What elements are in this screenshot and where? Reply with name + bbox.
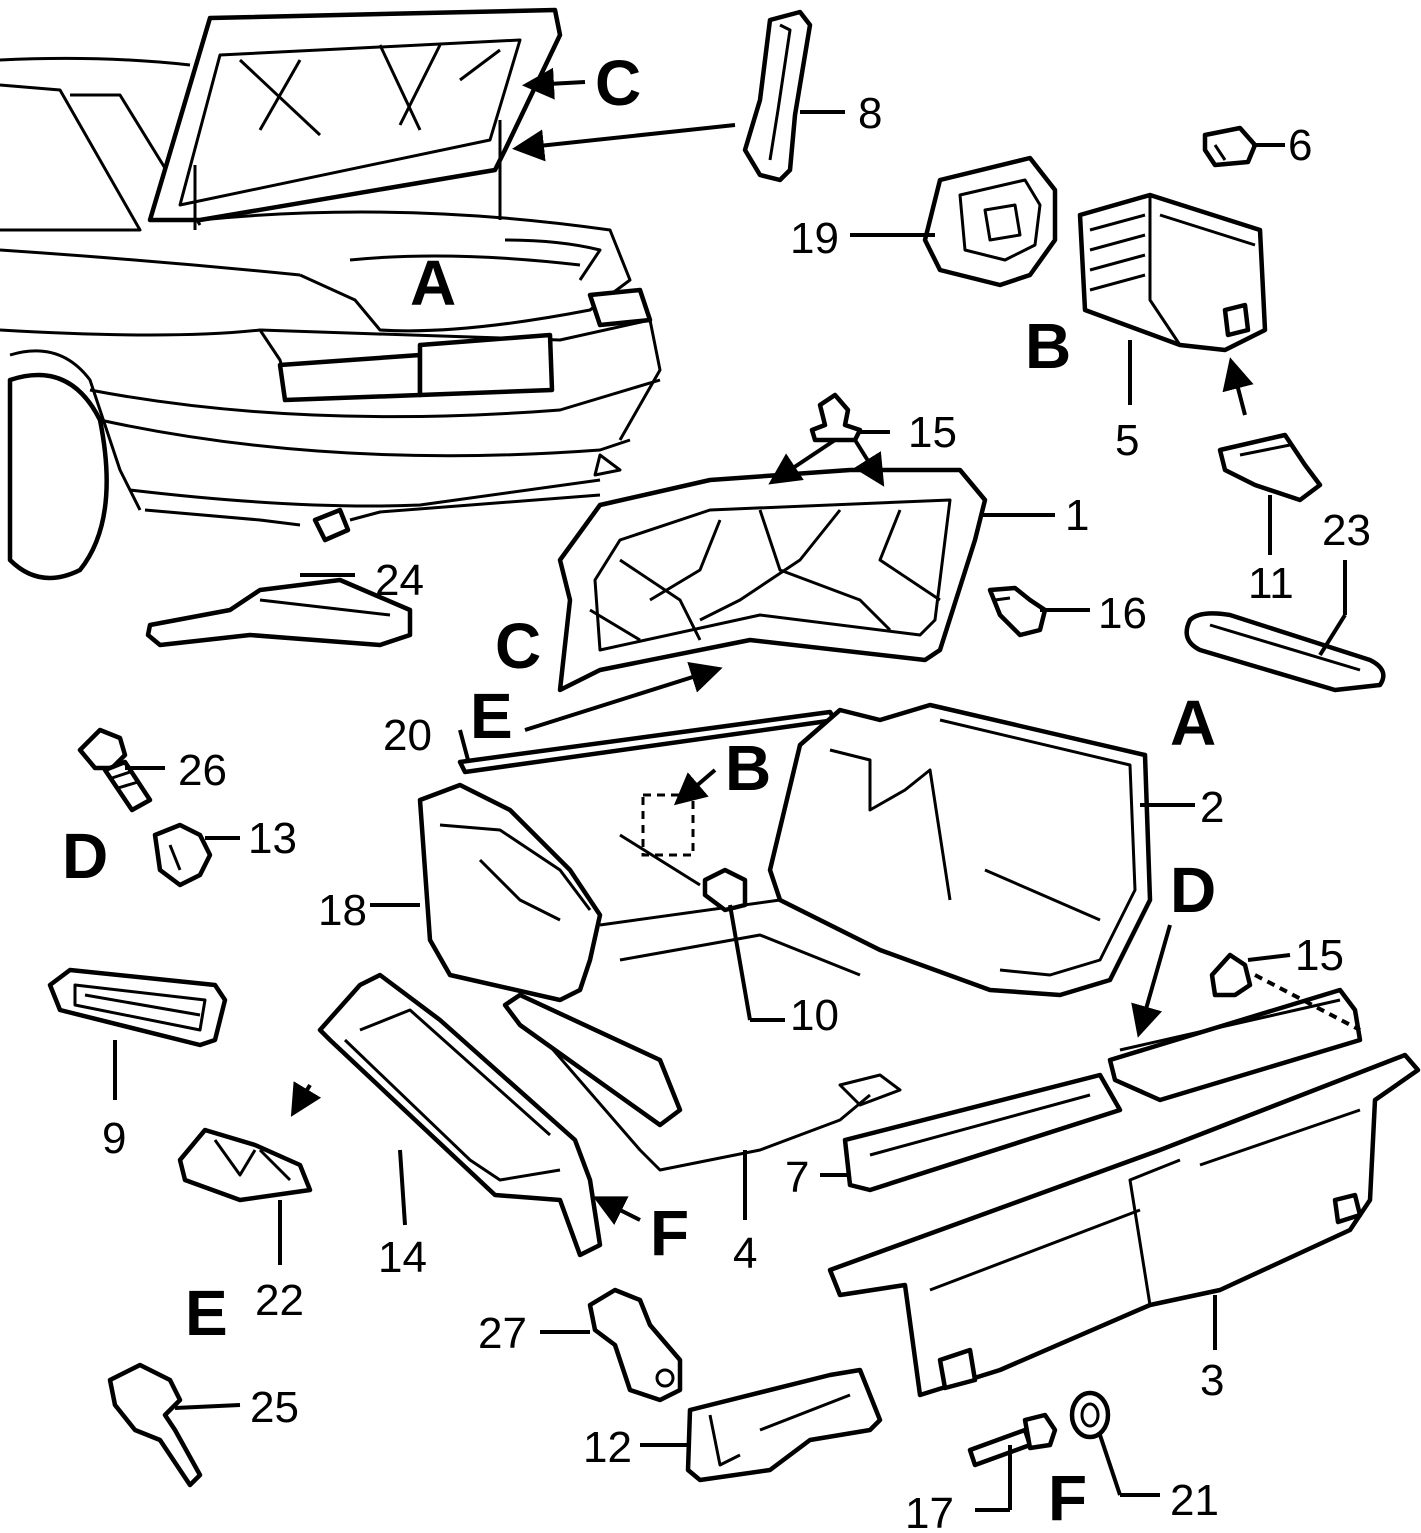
part-14-floor-panel	[317, 972, 603, 1258]
label-24: 24	[375, 556, 424, 605]
part-1-lid-panel	[557, 467, 988, 693]
letter-B-floor: B	[725, 732, 771, 804]
label-14: 14	[378, 1233, 427, 1282]
car-rear-illustration	[0, 7, 662, 581]
part-13-clip	[152, 822, 213, 888]
label-18: 18	[318, 886, 367, 935]
label-23: 23	[1322, 506, 1371, 555]
letter-F-floor: F	[650, 1197, 689, 1269]
part-17-bolt	[967, 1412, 1058, 1468]
part-26-screw	[77, 727, 153, 813]
part-9-lamp	[47, 967, 228, 1048]
part-number-labels: 1 2 3 4 5 6 7 8 9 10 11 12 13 14 15 15 1…	[102, 89, 1371, 1533]
label-6: 6	[1288, 121, 1312, 170]
leader-lines	[113, 67, 1361, 1512]
label-4: 4	[733, 1229, 757, 1278]
letter-D-left: D	[62, 820, 108, 892]
trunk-floor-assembly	[417, 702, 1153, 1172]
label-17: 17	[905, 1489, 954, 1533]
part-15-clip-lower	[1209, 952, 1253, 998]
label-10: 10	[790, 991, 839, 1040]
label-9: 9	[102, 1114, 126, 1163]
part-19-bracket	[922, 155, 1058, 288]
label-1: 1	[1065, 491, 1089, 540]
part-8-trim-strip	[742, 9, 813, 183]
label-13: 13	[248, 814, 297, 863]
label-3: 3	[1200, 1356, 1224, 1405]
letter-E-floor: E	[470, 680, 513, 752]
part-16-clip	[987, 585, 1048, 638]
label-21: 21	[1170, 1476, 1219, 1525]
label-7: 7	[785, 1153, 809, 1202]
label-16: 16	[1098, 589, 1147, 638]
label-2: 2	[1200, 783, 1224, 832]
label-8: 8	[858, 89, 882, 138]
letter-C-panel: C	[495, 610, 541, 682]
part-15-clip-top	[809, 392, 863, 443]
label-27: 27	[478, 1309, 527, 1358]
label-19: 19	[790, 214, 839, 263]
part-6-clip	[1202, 125, 1258, 168]
part-22-bracket	[177, 1127, 313, 1203]
letter-E-left: E	[185, 1277, 228, 1349]
part-3-rear-panel	[827, 1052, 1421, 1398]
section-letter-labels: A A B B C C D D E E F F	[62, 47, 1216, 1533]
letter-C-car: C	[595, 47, 641, 119]
label-15-lower: 15	[1295, 931, 1344, 980]
letter-A-car: A	[410, 247, 456, 319]
part-12-bracket	[685, 1367, 883, 1483]
part-21-washer	[1069, 1390, 1111, 1440]
label-22: 22	[255, 1276, 304, 1325]
label-15-top: 15	[908, 408, 957, 457]
part-27-knob	[587, 1287, 683, 1403]
label-12: 12	[583, 1423, 632, 1472]
letter-B-box: B	[1025, 310, 1071, 382]
part-24-strap	[145, 577, 413, 648]
part-11-clip	[1217, 432, 1323, 503]
label-5: 5	[1115, 416, 1139, 465]
part-5-box	[1077, 192, 1268, 353]
letter-A-floor: A	[1170, 687, 1216, 759]
letter-F-bottom: F	[1048, 1462, 1087, 1533]
part-23-strap	[1184, 611, 1386, 693]
label-25: 25	[250, 1383, 299, 1432]
sill-strip	[1107, 987, 1363, 1103]
part-7-sill-cover	[838, 1072, 1123, 1193]
label-11: 11	[1248, 559, 1294, 608]
part-25-stud	[107, 1362, 203, 1488]
label-20: 20	[383, 711, 432, 760]
letter-D-right: D	[1170, 854, 1216, 926]
label-26: 26	[178, 746, 227, 795]
